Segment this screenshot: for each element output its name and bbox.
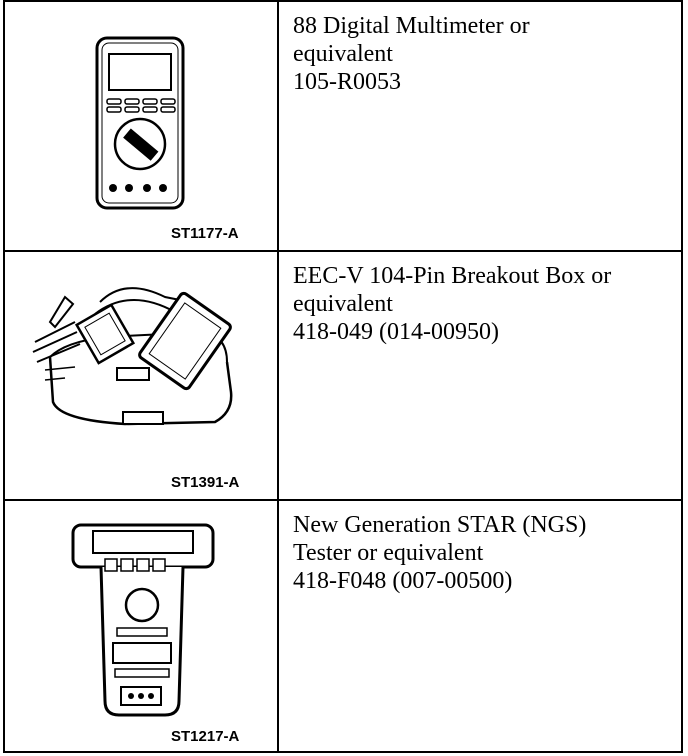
- tool-description-line: New Generation STAR (NGS): [293, 512, 587, 538]
- tool-illustration-cell: ST1177-A: [5, 2, 277, 250]
- row-divider: [5, 250, 681, 252]
- illustration-code: ST1177-A: [171, 225, 239, 242]
- tool-illustration-cell: ST1391-A: [5, 252, 277, 499]
- tool-description-line: equivalent: [293, 291, 393, 317]
- ngs-tester-icon: [71, 523, 215, 717]
- tool-description-cell: New Generation STAR (NGS) Tester or equi…: [279, 501, 681, 753]
- digital-multimeter-icon: [95, 36, 185, 210]
- tool-description-line: Tester or equivalent: [293, 540, 484, 566]
- tool-description-line: EEC-V 104-Pin Breakout Box or: [293, 263, 612, 289]
- tool-description-cell: EEC-V 104-Pin Breakout Box or equivalent…: [279, 252, 681, 499]
- tool-description-line: equivalent: [293, 41, 393, 67]
- tool-illustration-cell: ST1217-A: [5, 501, 277, 753]
- tool-description-cell: 88 Digital Multimeter or equivalent 105-…: [279, 2, 681, 250]
- row-divider: [5, 499, 681, 501]
- tool-part-number: 418-F048 (007-00500): [293, 568, 513, 594]
- column-divider: [277, 2, 279, 751]
- tool-part-number: 418-049 (014-00950): [293, 319, 499, 345]
- tool-part-number: 105-R0053: [293, 69, 401, 95]
- illustration-code: ST1217-A: [171, 728, 240, 745]
- tool-description-line: 88 Digital Multimeter or: [293, 13, 530, 39]
- breakout-box-icon: [32, 287, 233, 426]
- illustration-code: ST1391-A: [171, 474, 240, 491]
- special-tools-table: ST1177-A 88 Digital Multimeter or equiva…: [3, 0, 683, 753]
